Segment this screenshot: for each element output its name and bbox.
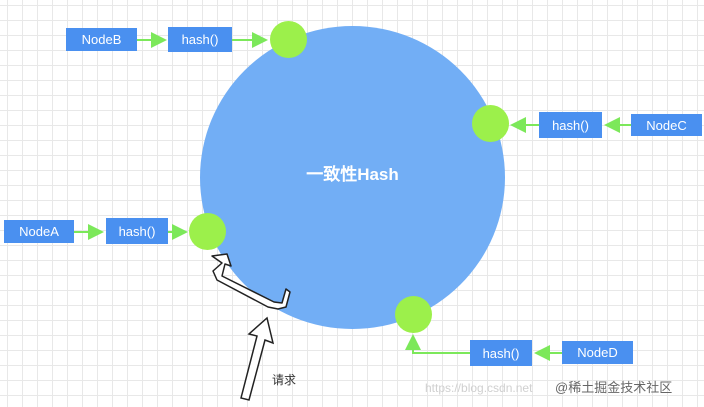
hash-d-box[interactable]: hash()	[470, 340, 532, 366]
hash-b-box[interactable]: hash()	[168, 27, 232, 52]
ring-title: 一致性Hash	[306, 165, 399, 184]
request-label: 请求	[272, 373, 297, 387]
consistent-hash-ring	[200, 26, 505, 329]
node-d-box[interactable]: NodeD	[562, 341, 633, 364]
ring-node-d-dot[interactable]	[395, 296, 432, 333]
arrow-hashd-to-dot	[405, 334, 470, 354]
watermark-brand: @稀土掘金技术社区	[555, 380, 673, 395]
node-a-box[interactable]: NodeA	[4, 220, 74, 243]
ring-node-c-dot[interactable]	[472, 105, 509, 142]
node-b-box[interactable]: NodeB	[66, 28, 137, 51]
ring-node-a-dot[interactable]	[189, 213, 226, 250]
ring-node-b-dot[interactable]	[270, 21, 307, 58]
node-c-box[interactable]: NodeC	[631, 114, 702, 136]
hash-a-box[interactable]: hash()	[106, 218, 168, 244]
clockwise-route-arrow-icon	[211, 253, 291, 310]
hash-c-box[interactable]: hash()	[539, 112, 602, 138]
watermark-url: https://blog.csdn.net	[425, 381, 533, 395]
arrow-up-outline-icon	[240, 316, 275, 401]
